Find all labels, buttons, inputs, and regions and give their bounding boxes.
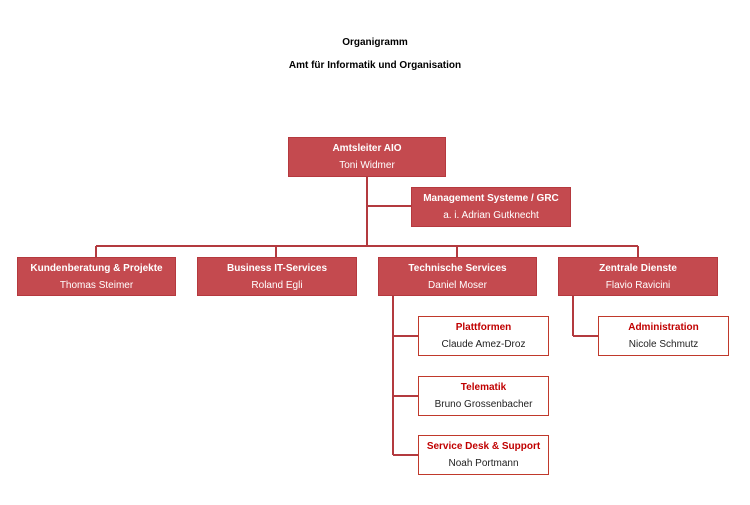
org-box-kundenberatung: Kundenberatung & Projekte Thomas Steimer (17, 257, 176, 296)
org-box-amtsleiter: Amtsleiter AIO Toni Widmer (288, 137, 446, 177)
org-box-management-systeme: Management Systeme / GRC a. i. Adrian Gu… (411, 187, 571, 227)
org-box-technische-services: Technische Services Daniel Moser (378, 257, 537, 296)
org-box-person: Noah Portmann (448, 458, 519, 469)
org-box-name: Kundenberatung & Projekte (30, 262, 163, 274)
org-box-zentrale-dienste: Zentrale Dienste Flavio Ravicini (558, 257, 718, 296)
org-box-name: Telematik (460, 382, 507, 393)
org-box-name: Technische Services (408, 262, 507, 274)
chart-title: Organigramm (342, 37, 408, 48)
org-box-name: Management Systeme / GRC (423, 193, 559, 204)
chart-subtitle: Amt für Informatik und Organisation (288, 60, 462, 71)
org-box-telematik: Telematik Bruno Grossenbacher (418, 376, 549, 416)
org-box-name: Amtsleiter AIO (332, 143, 402, 154)
org-box-person: Roland Egli (251, 279, 303, 291)
org-box-person: Toni Widmer (339, 160, 395, 171)
org-box-person: Bruno Grossenbacher (434, 399, 533, 410)
org-box-name: Service Desk & Support (426, 441, 541, 452)
org-box-person: Nicole Schmutz (628, 339, 699, 350)
org-box-business-it: Business IT-Services Roland Egli (197, 257, 357, 296)
org-box-administration: Administration Nicole Schmutz (598, 316, 729, 356)
org-box-person: Claude Amez-Droz (441, 339, 526, 350)
org-box-person: Daniel Moser (428, 279, 487, 291)
org-box-name: Administration (628, 322, 699, 333)
org-box-name: Business IT-Services (226, 262, 328, 274)
org-box-plattformen: Plattformen Claude Amez-Droz (418, 316, 549, 356)
org-box-person: Thomas Steimer (59, 279, 134, 291)
org-box-person: Flavio Ravicini (605, 279, 671, 291)
org-box-name: Plattformen (455, 322, 512, 333)
org-box-name: Zentrale Dienste (599, 262, 677, 274)
org-box-person: a. i. Adrian Gutknecht (443, 210, 539, 221)
org-box-service-desk: Service Desk & Support Noah Portmann (418, 435, 549, 475)
